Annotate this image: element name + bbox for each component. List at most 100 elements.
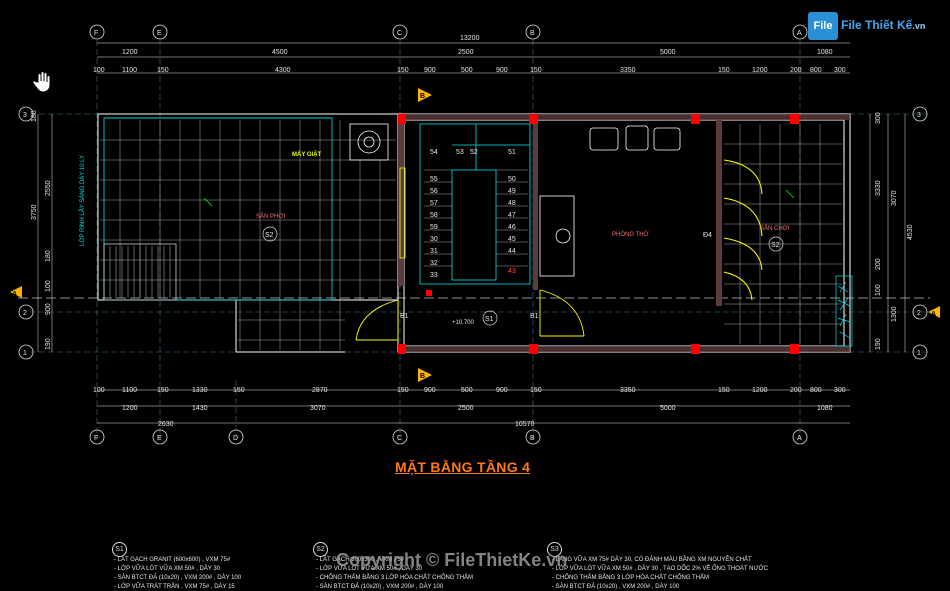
dim-bot1-8: 900 [424,387,436,394]
dim-top2-7: 500 [461,67,473,74]
dim-top2-11: 150 [718,67,730,74]
dim-top-3: 2500 [458,49,474,56]
dim-top2-5: 150 [397,67,409,74]
dim-bot1-9: 500 [461,387,473,394]
dim-top2-10: 3350 [620,67,636,74]
dim-bot1-4: 1330 [192,387,208,394]
dim-bot2-2: 1430 [192,405,208,412]
floor-plan [97,113,853,354]
step-number: 33 [430,272,438,279]
dim-top2-8: 900 [496,67,508,74]
axis-label-top-b: B [530,30,535,37]
door-tag-b1-right: B1 [530,313,539,320]
section-a-right: A [931,311,936,318]
altar-furniture [539,125,681,277]
step-number: 55 [430,176,438,183]
dim-top-1: 1200 [122,49,138,56]
logo-text: File Thiết Kế.vn [841,18,925,32]
dim-top-4: 5000 [660,49,676,56]
note-s1-line: - SÀN BTCT ĐÁ (10x20) , VXM 200# , DÀY 1… [114,575,242,581]
step-number: 45 [508,236,516,243]
drawing-title: MẶT BẰNG TẦNG 4 [395,459,531,475]
step-number: 32 [430,260,438,267]
note-s3-line: - LÁNG VỮA XM 75# DÀY 30, CÓ ĐÁNH MÀU BẰ… [552,557,752,563]
dim-bot2-4: 2500 [458,405,474,412]
section-a-left: A [12,291,17,298]
dim-bot1-1: 100 [93,387,105,394]
site-logo: File File Thiết Kế.vn [808,12,925,40]
dim-bot3-2: 10570 [515,421,535,428]
dim-left-3: 3750 [31,204,38,220]
axis-label-bottom-e: E [157,435,162,442]
axis-label-right-3: 3 [917,112,921,119]
room-label-san-choi: SÂN CHƠI [760,225,790,232]
dim-left-2: 2550 [45,180,52,196]
section-b-top: B [420,93,425,100]
dim-left-1: 180 [31,110,38,122]
note-s2-line: - LỚP VỮA LÓT VỮA XM 50# , DÀY 30 [316,566,423,572]
section-b-bottom: B [420,373,425,380]
dim-bot1-16: 800 [810,387,822,394]
dim-bot2-5: 5000 [660,405,676,412]
dim-top-2: 4500 [272,49,288,56]
step-number: 50 [508,176,516,183]
note-tag-s2: S2 [313,542,328,557]
dimension-lines [37,42,906,424]
hand-pan-icon [32,71,51,93]
floor-tag-s1: S1 [485,316,494,323]
dim-top-total: 13200 [460,35,480,42]
step-number: 52 [470,149,478,156]
note-s2-line: - SÀN BTCT ĐÁ (10x20) , VXM 200# , DÀY 1… [316,584,444,590]
dim-bot3-1: 2630 [158,421,174,428]
dim-bot1-7: 150 [397,387,409,394]
note-s1-line: - LỚP VỮA TRÁT TRẦN , VXM 75# , DÀY 15 [114,584,235,590]
step-number: 56 [430,188,438,195]
step-number: 54 [430,149,438,156]
plant-box [835,275,853,347]
level-mark: +10.700 [452,320,475,326]
logo-domain: .vn [912,21,926,31]
dim-top2-3: 150 [157,67,169,74]
step-number: 44 [508,248,516,255]
copyright-watermark: Copyright © FileThietKe.vn [336,550,568,570]
door-tag-b1-left: B1 [400,313,409,320]
dim-bot1-13: 150 [718,387,730,394]
folding-doors [723,159,763,301]
stair-block [419,123,531,285]
note-s3-line: - LỚP VỮA LÓT VỮA XM 50# , DÀY 30 , TẠO … [552,566,769,572]
step-number: 58 [430,212,438,219]
dim-top2-13: 200 [790,67,802,74]
structural-columns [398,114,799,354]
dim-bot2-1: 1200 [122,405,138,412]
dim-bot1-10: 900 [496,387,508,394]
step-number: 43 [508,268,516,275]
dim-top2-14: 800 [810,67,822,74]
dim-right-6: 100 [875,284,882,296]
axis-label-top-a: A [797,30,802,37]
step-number: 48 [508,200,516,207]
step-number: 46 [508,224,516,231]
label-may-giat: MÁY GIẶT [292,151,322,158]
dim-left-7: 190 [45,338,52,350]
step-number: 30 [430,236,438,243]
dim-right-3: 3070 [891,190,898,206]
dim-top2-4: 4300 [275,67,291,74]
axis-label-bottom-d: D [233,435,238,442]
dim-right-4: 4530 [907,224,914,240]
note-s1-line: - LỚP VỮA LÓT VỮA XM 50# , DÀY 30 [114,566,221,572]
room-label-san-phoi: SÂN PHƠI [256,213,285,220]
dim-bot1-2: 1100 [122,387,137,394]
axis-label-bottom-c: C [397,435,402,442]
axis-label-bottom-b: B [530,435,535,442]
step-number: 53 [456,149,464,156]
axis-label-right-2: 2 [917,310,921,317]
dim-bot1-17: 300 [834,387,846,394]
dim-bot1-12: 3350 [620,387,636,394]
dim-bot2-3: 3070 [310,405,326,412]
dim-bot1-5: 150 [233,387,245,394]
door-tag-d4: Đ4 [703,232,712,239]
note-tag-s3: S3 [547,542,562,557]
stair-numbers: 54 55 56 57 58 59 30 31 32 33 53 52 51 5… [430,149,516,279]
